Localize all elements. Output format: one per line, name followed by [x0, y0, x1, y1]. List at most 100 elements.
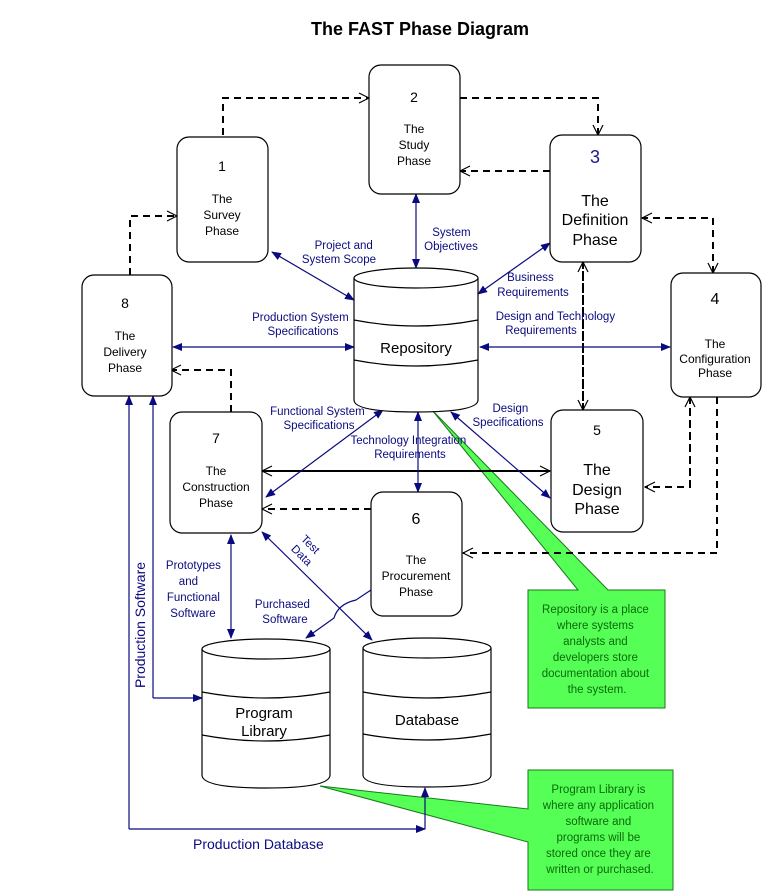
cylinder-band — [353, 319, 479, 327]
phase-label: Phase — [199, 496, 233, 510]
phase-label: Study — [399, 138, 430, 152]
phase-label: The — [212, 192, 233, 206]
phase-label: Procurement — [382, 569, 451, 583]
phase-label: Phase — [205, 224, 239, 238]
phase-box[interactable] — [549, 134, 642, 263]
arrow-8-to-1 — [129, 216, 177, 275]
phase-5-design[interactable]: 5 The Design Phase — [550, 409, 644, 533]
phase-label: Phase — [698, 366, 732, 380]
phase-4-configuration[interactable]: 4 The Configuration Phase — [670, 272, 762, 398]
cylinder-body — [362, 648, 492, 788]
flow-survey-repository — [271, 251, 355, 301]
phase-box[interactable] — [550, 409, 644, 533]
arrow-4-to-6 — [463, 397, 718, 553]
flow-procurement-library — [305, 589, 372, 639]
phase-label: Phase — [397, 154, 431, 168]
arrow-1-to-2 — [222, 98, 369, 135]
phase-1-survey[interactable]: 1 The Survey Phase — [176, 136, 269, 263]
phase-label: The — [115, 329, 136, 343]
cylinder-band — [201, 734, 331, 742]
label-functional-specs: Functional System Specifications — [270, 406, 368, 432]
flow-design-repository — [450, 411, 551, 499]
phase-label: The — [581, 193, 609, 210]
phase-number: 7 — [212, 430, 220, 446]
cylinder-body — [201, 649, 331, 789]
phase-label: Survey — [203, 208, 240, 222]
phase-box[interactable] — [81, 274, 173, 397]
label-production-specs: Production System Specifications — [252, 312, 352, 338]
cylinder-top — [201, 638, 331, 660]
phase-number: 8 — [121, 295, 129, 311]
phase-label: Phase — [574, 501, 619, 518]
label-prototypes: Prototypes and Functional Software — [166, 560, 224, 620]
label-purchased-software: Purchased Software — [255, 599, 313, 626]
phase-box[interactable] — [670, 272, 762, 398]
data-flow-arrows — [125, 193, 671, 833]
flow-definition-repository — [477, 242, 551, 295]
cylinder-band — [353, 359, 479, 367]
library-note-text: Program Library is where any application… — [542, 784, 657, 876]
phase-8-delivery[interactable]: 8 The Delivery Phase — [81, 274, 173, 397]
phase-box[interactable] — [169, 411, 263, 534]
repository-label: Repository — [380, 340, 452, 357]
arrow-5-4-link — [645, 397, 691, 487]
phase-label: Configuration — [679, 352, 750, 366]
label-system-objectives: System Objectives — [424, 227, 478, 253]
phase-box[interactable] — [370, 491, 463, 617]
database-store[interactable]: Database — [362, 637, 492, 788]
label-design-specs: Design Specifications — [473, 403, 544, 429]
diagram-title: The FAST Phase Diagram — [311, 19, 529, 39]
label-production-database: Production Database — [193, 836, 324, 852]
arrow-7-to-8 — [171, 370, 232, 412]
phase-box[interactable] — [368, 64, 461, 195]
cylinder-band — [362, 691, 492, 699]
label-project-scope: Project and System Scope — [302, 240, 376, 266]
phase-label: The — [705, 337, 726, 351]
phase-label: The — [404, 122, 425, 136]
phase-number: 6 — [412, 511, 421, 528]
phase-3-definition[interactable]: 3 The Definition Phase — [549, 134, 642, 263]
label-business-requirements: Business Requirements — [497, 272, 569, 299]
cylinder-top — [362, 637, 492, 659]
label-production-software: Production Software — [132, 562, 148, 688]
library-label: Library — [241, 723, 287, 740]
library-callout-shape — [319, 769, 674, 891]
phase-7-construction[interactable]: 7 The Construction Phase — [169, 411, 263, 534]
label-design-tech-requirements: Design and Technology Requirements — [496, 311, 619, 337]
cylinder-band — [201, 691, 331, 699]
program-library-store[interactable]: Program Library — [201, 638, 331, 789]
phase-box[interactable] — [176, 136, 269, 263]
flow-construction-repository — [265, 409, 384, 498]
database-label: Database — [395, 712, 459, 729]
phase-number: 4 — [711, 291, 720, 308]
flow-labels: Project and System Scope System Objectiv… — [132, 227, 619, 852]
repository-callout-shape — [431, 409, 666, 709]
phase-label: Phase — [399, 585, 433, 599]
phase-number: 3 — [590, 147, 600, 167]
flow-construction-database — [261, 531, 373, 641]
repository-callout: Repository is a place where systems anal… — [431, 409, 666, 709]
phase-label: Phase — [108, 361, 142, 375]
repository-note-text: Repository is a place where systems anal… — [542, 604, 653, 696]
phase-number: 5 — [593, 422, 601, 438]
phase-label: Construction — [182, 480, 249, 494]
phase-label: The — [406, 553, 427, 567]
phase-label: Phase — [572, 232, 617, 249]
arrow-2-to-3 — [460, 97, 598, 135]
library-label: Program — [235, 705, 293, 722]
cylinder-top — [353, 267, 479, 289]
phase-2-study[interactable]: 2 The Study Phase — [368, 64, 461, 195]
cylinder-band — [362, 733, 492, 741]
phase-label: Design — [572, 482, 622, 499]
phase-label: The — [206, 464, 227, 478]
phase-label: Definition — [562, 212, 629, 229]
phase-number: 2 — [410, 89, 418, 105]
cylinder-body — [353, 278, 479, 413]
arrow-4-to-3 — [642, 218, 714, 273]
repository-store[interactable]: Repository — [353, 267, 479, 413]
phase-number: 1 — [218, 158, 226, 174]
label-tech-integration: Technology Integration Requirements — [351, 435, 470, 461]
library-callout: Program Library is where any application… — [319, 769, 674, 891]
phase-6-procurement[interactable]: 6 The Procurement Phase — [370, 491, 463, 617]
